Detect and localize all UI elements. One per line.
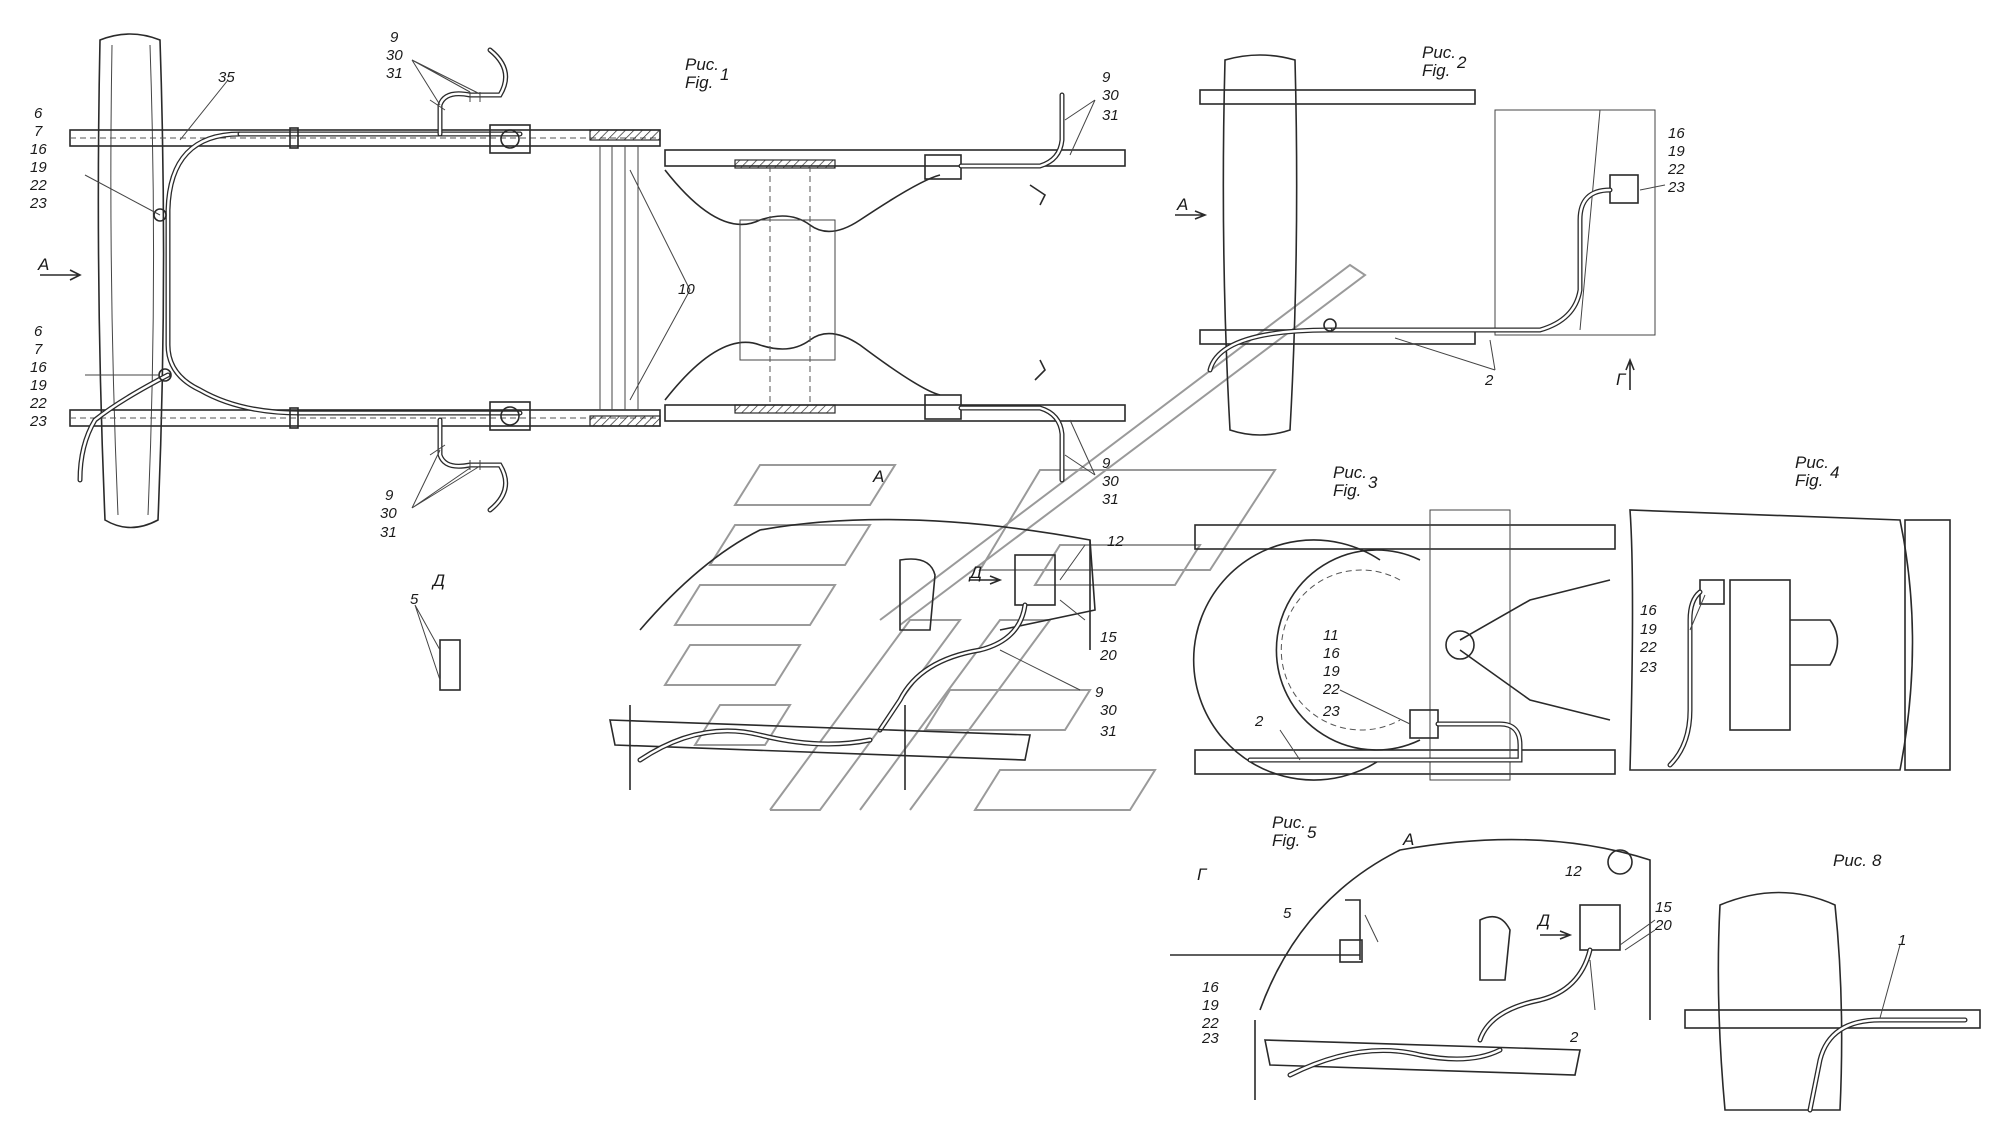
fig2-label-en: Fig. [1422,61,1450,80]
callout-31-axbot: 31 [1102,491,1119,508]
callout-19-bottom: 19 [30,377,47,394]
callout-9-axtop: 9 [1102,69,1111,86]
brake-chamber-bottom [489,401,531,431]
fig4-number: 4 [1830,463,1839,482]
fig5-number: 5 [1307,823,1317,842]
figure-1-chassis [40,33,661,529]
callout-31-f1top: 31 [386,65,403,82]
callout-23-top: 23 [29,195,47,212]
view-g-fig5: Г [1197,865,1208,884]
callout-1-f8: 1 [1898,932,1906,949]
callout-19-f2: 19 [1668,143,1685,160]
view-a-fig5: А [1402,830,1414,849]
callout-10: 10 [678,281,695,298]
view-d-fig5: Д [1536,911,1550,930]
callout-31-axtop: 31 [1102,107,1119,124]
callout-30-f1bot: 30 [380,505,397,522]
fig3-number: 3 [1368,473,1378,492]
callout-16-f3: 16 [1323,645,1340,662]
callout-22-f4: 22 [1639,639,1657,656]
figure-8-detail [1684,891,1981,1113]
fig3-label-en: Fig. [1333,481,1361,500]
figure-2-detail [1175,54,1666,436]
callout-35: 35 [218,69,235,86]
callout-15-f5: 15 [1655,899,1672,916]
callout-12-f5: 12 [1565,863,1582,880]
fig8-label-ru: Рис. [1833,851,1867,870]
callout-30-axbot: 30 [1102,473,1119,490]
callout-20-mid: 20 [1099,647,1117,664]
callout-22-f5: 22 [1201,1015,1219,1032]
callout-11-f3: 11 [1323,627,1339,644]
callout-23-bottom: 23 [29,413,47,430]
fig1-label-ru: Рис. [685,55,719,74]
callout-16-f2: 16 [1668,125,1685,142]
callout-30-mid: 30 [1100,702,1117,719]
view-a-middle: А [872,467,884,486]
callout-22-top: 22 [29,177,47,194]
fig1-number: 1 [720,65,729,84]
callout-6-bottom: 6 [34,323,43,340]
callout-23-f4: 23 [1639,659,1657,676]
callout-16-top: 16 [30,141,47,158]
watermark-logo [663,263,1367,811]
view-a-cab-detail [609,518,1096,790]
fig2-label-ru: Рис. [1422,43,1456,62]
callout-5-f5: 5 [1283,905,1292,922]
callout-23-f3: 23 [1322,703,1340,720]
callout-31-f1bot: 31 [380,524,397,541]
callout-7-bottom: 7 [34,341,43,358]
figure-5-detail [1170,838,1656,1100]
fig5-label-ru: Рис. [1272,813,1306,832]
callout-30-f1top: 30 [386,47,403,64]
callout-5-detail-d: 5 [410,591,419,608]
callout-9-mid: 9 [1095,684,1104,701]
view-d-item5: Д [431,571,445,590]
fig5-label-en: Fig. [1272,831,1300,850]
figure-3-detail [1192,509,1616,781]
callout-20-f5: 20 [1654,917,1672,934]
callout-30-axtop: 30 [1102,87,1119,104]
callout-16-f5: 16 [1202,979,1219,996]
callout-9-axbot: 9 [1102,455,1111,472]
fig3-label-ru: Рис. [1333,463,1367,482]
fig8-number: 8 [1872,851,1882,870]
view-a-fig2: А [1176,195,1188,214]
callout-2-f3: 2 [1254,713,1264,730]
callout-22-f3: 22 [1322,681,1340,698]
view-a-fig1: А [37,255,49,274]
callout-7-top: 7 [34,123,43,140]
callout-16-f4: 16 [1640,602,1657,619]
callout-2-f5: 2 [1569,1029,1579,1046]
view-g-fig2: Г [1616,370,1627,389]
fig4-label-en: Fig. [1795,471,1823,490]
callout-6-top: 6 [34,105,43,122]
callout-19-f5: 19 [1202,997,1219,1014]
fig1-label-en: Fig. [685,73,713,92]
callout-19-f4: 19 [1640,621,1657,638]
callout-12-mid: 12 [1107,533,1124,550]
callout-22-f2: 22 [1667,161,1685,178]
fig2-number: 2 [1456,53,1467,72]
callout-23-f5: 23 [1201,1030,1219,1047]
callout-23-f2: 23 [1667,179,1685,196]
callout-16-bottom: 16 [30,359,47,376]
view-d-middle: Д [968,563,982,582]
callout-15-mid: 15 [1100,629,1117,646]
callout-19-top: 19 [30,159,47,176]
callout-9-f1bot: 9 [385,487,394,504]
front-wheel [97,33,165,529]
fig4-label-ru: Рис. [1795,453,1829,472]
detail-d-item-5 [414,604,461,691]
figure-4-detail [1629,509,1951,771]
callout-2-f2: 2 [1484,372,1494,389]
callout-22-bottom: 22 [29,395,47,412]
brake-chamber-top [489,124,531,154]
rear-axle-view [629,92,1126,483]
callout-19-f3: 19 [1323,663,1340,680]
callout-9-f1top: 9 [390,29,399,46]
callout-31-mid: 31 [1100,723,1117,740]
